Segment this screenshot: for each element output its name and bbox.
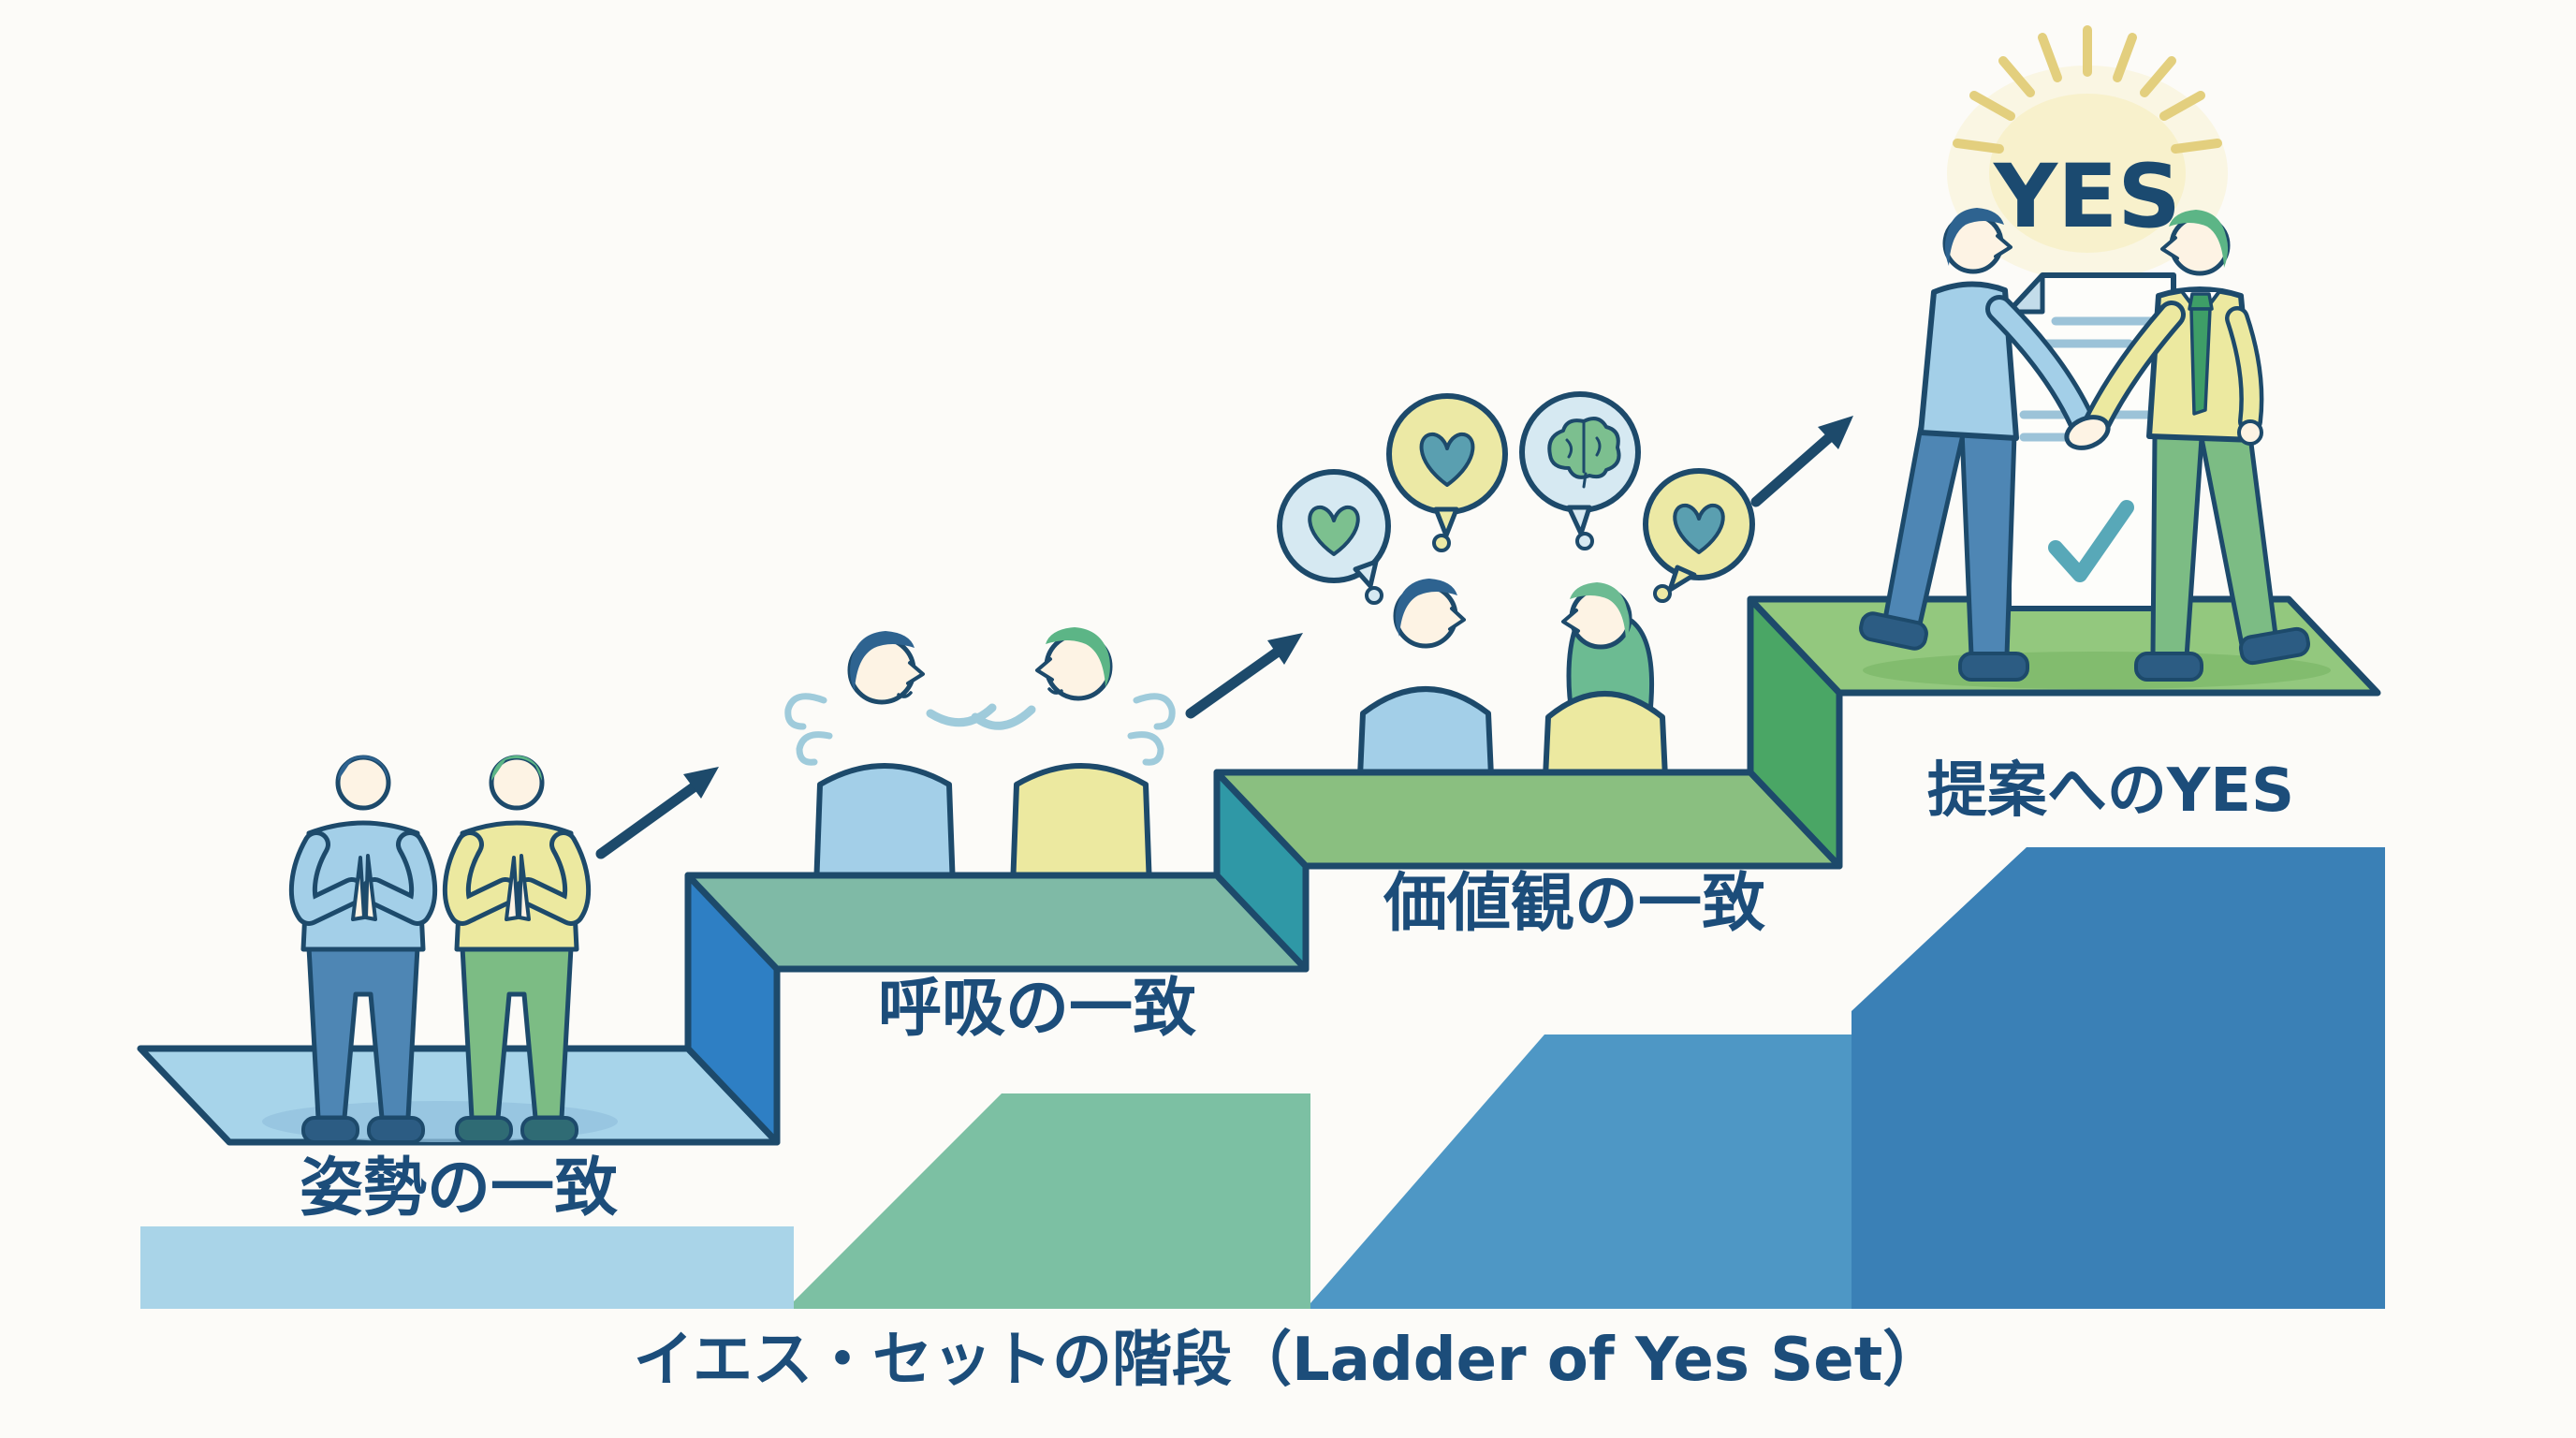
smile (897, 691, 913, 698)
diagram-title: イエス・セットの階段（Ladder of Yes Set） (634, 1326, 1943, 1395)
hair (1395, 579, 1457, 637)
base-strip-1 (140, 1226, 794, 1309)
base-mass-green (794, 1093, 1310, 1309)
praying-hands-icon (505, 856, 520, 921)
arrow-up-icon-3 (1750, 416, 1853, 507)
shoe-icon (1958, 652, 2029, 682)
yes-sunburst: YES (1947, 25, 2228, 281)
arrow-up-icon-2 (1185, 633, 1303, 719)
thought-bubble-heart-2 (1386, 393, 1508, 552)
hair (1046, 627, 1110, 687)
smile (1047, 687, 1063, 695)
hand (2237, 419, 2263, 446)
heart-icon (1419, 432, 1475, 487)
checkmark-icon (2048, 500, 2134, 582)
nose (1035, 657, 1054, 682)
praying-hands-icon (364, 854, 377, 921)
handshake-icon (1985, 295, 2186, 450)
yes-text: YES (1993, 146, 2181, 248)
step-label-4: 提案へのYES (1927, 756, 2294, 826)
person-yes-green (2134, 210, 2310, 682)
step-3-platform (1213, 769, 1843, 870)
nose (906, 661, 925, 685)
hair (2169, 210, 2229, 268)
person-yes-blue (1859, 208, 2029, 682)
step-label-2: 呼吸の一致 (878, 972, 1196, 1046)
shoe-icon (455, 1116, 513, 1144)
folded-corner-icon (2006, 272, 2045, 315)
nose (1448, 607, 1466, 631)
thought-bubble-brain (1519, 391, 1641, 550)
person-breath-blue (813, 631, 956, 890)
sunburst-icon (1953, 25, 2222, 154)
shoe-icon (367, 1116, 425, 1144)
shoe-icon (520, 1116, 578, 1144)
person-breath-green (1010, 627, 1152, 890)
base-mass-blue (1310, 1034, 1852, 1309)
shoe-icon (1859, 611, 1928, 651)
hair (850, 631, 915, 691)
hair (338, 756, 388, 781)
shoe-icon (301, 1116, 359, 1144)
step-2-platform (684, 872, 1310, 973)
arrow-up-icon-1 (595, 767, 719, 859)
shoe-icon (2239, 626, 2310, 666)
nose (1561, 609, 1580, 633)
nose (1994, 234, 2012, 258)
hair-fringe (1570, 582, 1630, 642)
nose (2160, 236, 2179, 260)
hair (1944, 208, 2004, 266)
shoe-icon (2134, 652, 2203, 682)
tie-icon (2189, 307, 2212, 416)
heart-icon (1673, 503, 1725, 554)
breath-swirl-icon (784, 693, 1176, 766)
tie-icon (2188, 292, 2214, 311)
base-mass-dark-blue (1852, 847, 2385, 1309)
praying-hands-icon (351, 856, 366, 921)
person-posture-green (442, 755, 592, 1144)
heart-icon (1308, 505, 1360, 556)
person-posture-blue (288, 755, 438, 1144)
step-label-3: 価値観の一致 (1383, 867, 1765, 941)
hair (491, 756, 542, 781)
thought-bubble-heart-1 (1277, 469, 1391, 605)
step-label-1: 姿勢の一致 (300, 1152, 618, 1225)
praying-hands-icon (518, 854, 531, 921)
thought-bubble-heart-3 (1643, 468, 1755, 603)
